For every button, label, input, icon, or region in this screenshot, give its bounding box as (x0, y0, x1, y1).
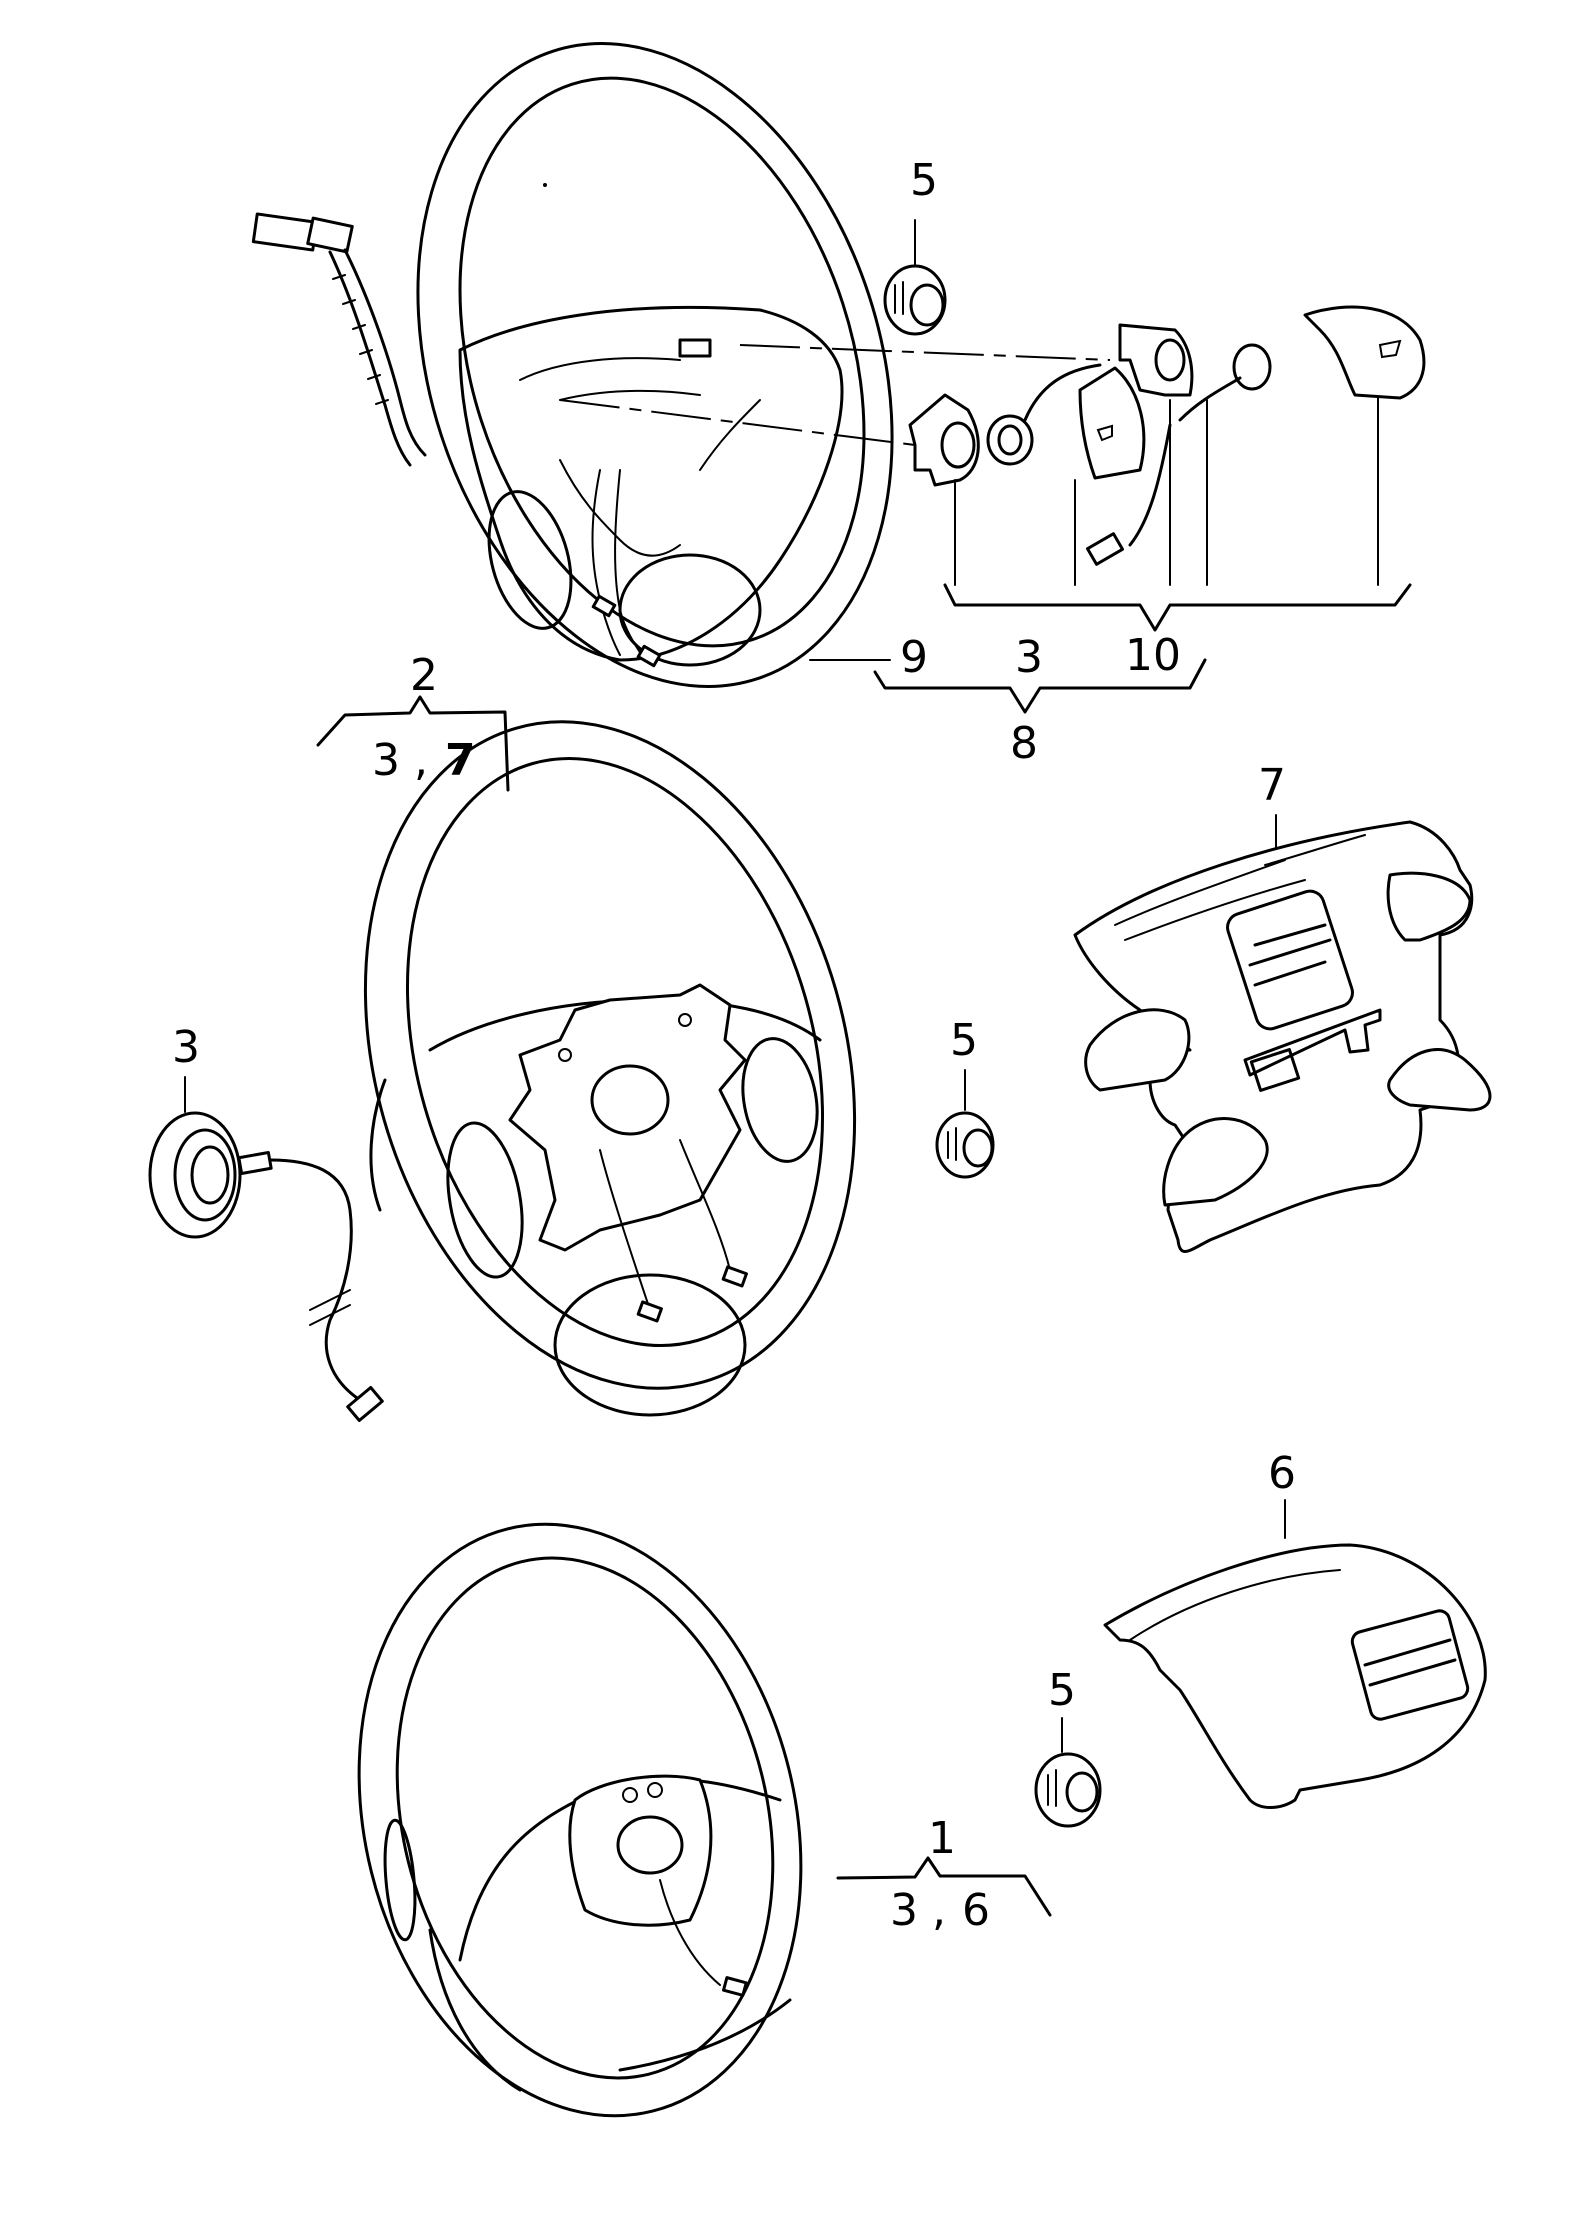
callout-5-top: 5 (910, 155, 938, 206)
bottom-group-label: 1 3 , 6 (836, 1813, 1052, 1936)
callout-8: 8 (1010, 718, 1038, 769)
wheel-rim-outer (416, 42, 894, 688)
airbag-button-left (1084, 1008, 1191, 1092)
hub (568, 1774, 713, 1927)
callout-6-bot: 6 (1268, 1448, 1296, 1499)
spoke-opening-left (487, 490, 573, 630)
part-5-grommet-bot: 5 (1034, 1665, 1102, 1828)
part-3-clock-spring: 3 (148, 1022, 384, 1423)
bracket-2 (316, 695, 510, 792)
callout-1-sub-6: 6 (962, 1885, 990, 1936)
callout-5-mid: 5 (950, 1015, 978, 1066)
callout-5-bot: 5 (1048, 1665, 1076, 1716)
wheel-rim-outer (357, 1522, 803, 2118)
callout-1-sub-3: 3 (890, 1885, 918, 1936)
wheel-rim-inner (458, 76, 866, 648)
part-6-airbag-cover: 6 (1103, 1448, 1487, 1809)
callout-9: 9 (900, 632, 928, 683)
callout-2-sub-7: 7 (445, 735, 476, 786)
callout-2: 2 (410, 650, 438, 701)
multifunction-switches: 10 9 3 8 (559, 305, 1426, 769)
callout-2-sep: , (414, 735, 428, 786)
callout-1: 1 (928, 1813, 956, 1864)
hub-body (458, 305, 844, 662)
wheel-rim-inner (395, 1556, 775, 2080)
switch-cover (1303, 305, 1426, 400)
callout-7-mid: 7 (1258, 760, 1286, 811)
middle-steering-wheel (363, 720, 857, 1417)
part-7-airbag-unit: 7 (1073, 760, 1492, 1253)
bracket-8 (873, 658, 1207, 714)
airbag-button-bottom-left (1162, 1117, 1269, 1207)
airbag-button-bottom-right (1387, 1048, 1492, 1112)
bottom-steering-wheel (357, 1522, 803, 2118)
bracket-1 (836, 1856, 1052, 1917)
callout-1-sep: , (932, 1885, 946, 1936)
spoke-opening-left (446, 1121, 524, 1279)
part-5-grommet-top: 5 (883, 155, 947, 336)
harness-connector (251, 212, 427, 467)
callout-3-top: 3 (1015, 632, 1043, 683)
callout-3-mid: 3 (172, 1022, 200, 1073)
bracket-10 (943, 583, 1412, 632)
top-steering-wheel (251, 42, 894, 688)
wheel-rim-inner (405, 757, 825, 1347)
wheel-rim-outer (363, 720, 857, 1390)
callout-2-sub-3: 3 (372, 735, 400, 786)
spoke-opening-bottom (553, 1273, 747, 1417)
button-center (1078, 366, 1146, 480)
airbag-button-top-right (1386, 871, 1472, 942)
spoke-opening-right (741, 1037, 819, 1163)
part-5-grommet-mid: 5 (935, 1015, 995, 1179)
middle-group-label: 2 3 , 7 (316, 650, 510, 792)
callout-10: 10 (1125, 630, 1181, 681)
